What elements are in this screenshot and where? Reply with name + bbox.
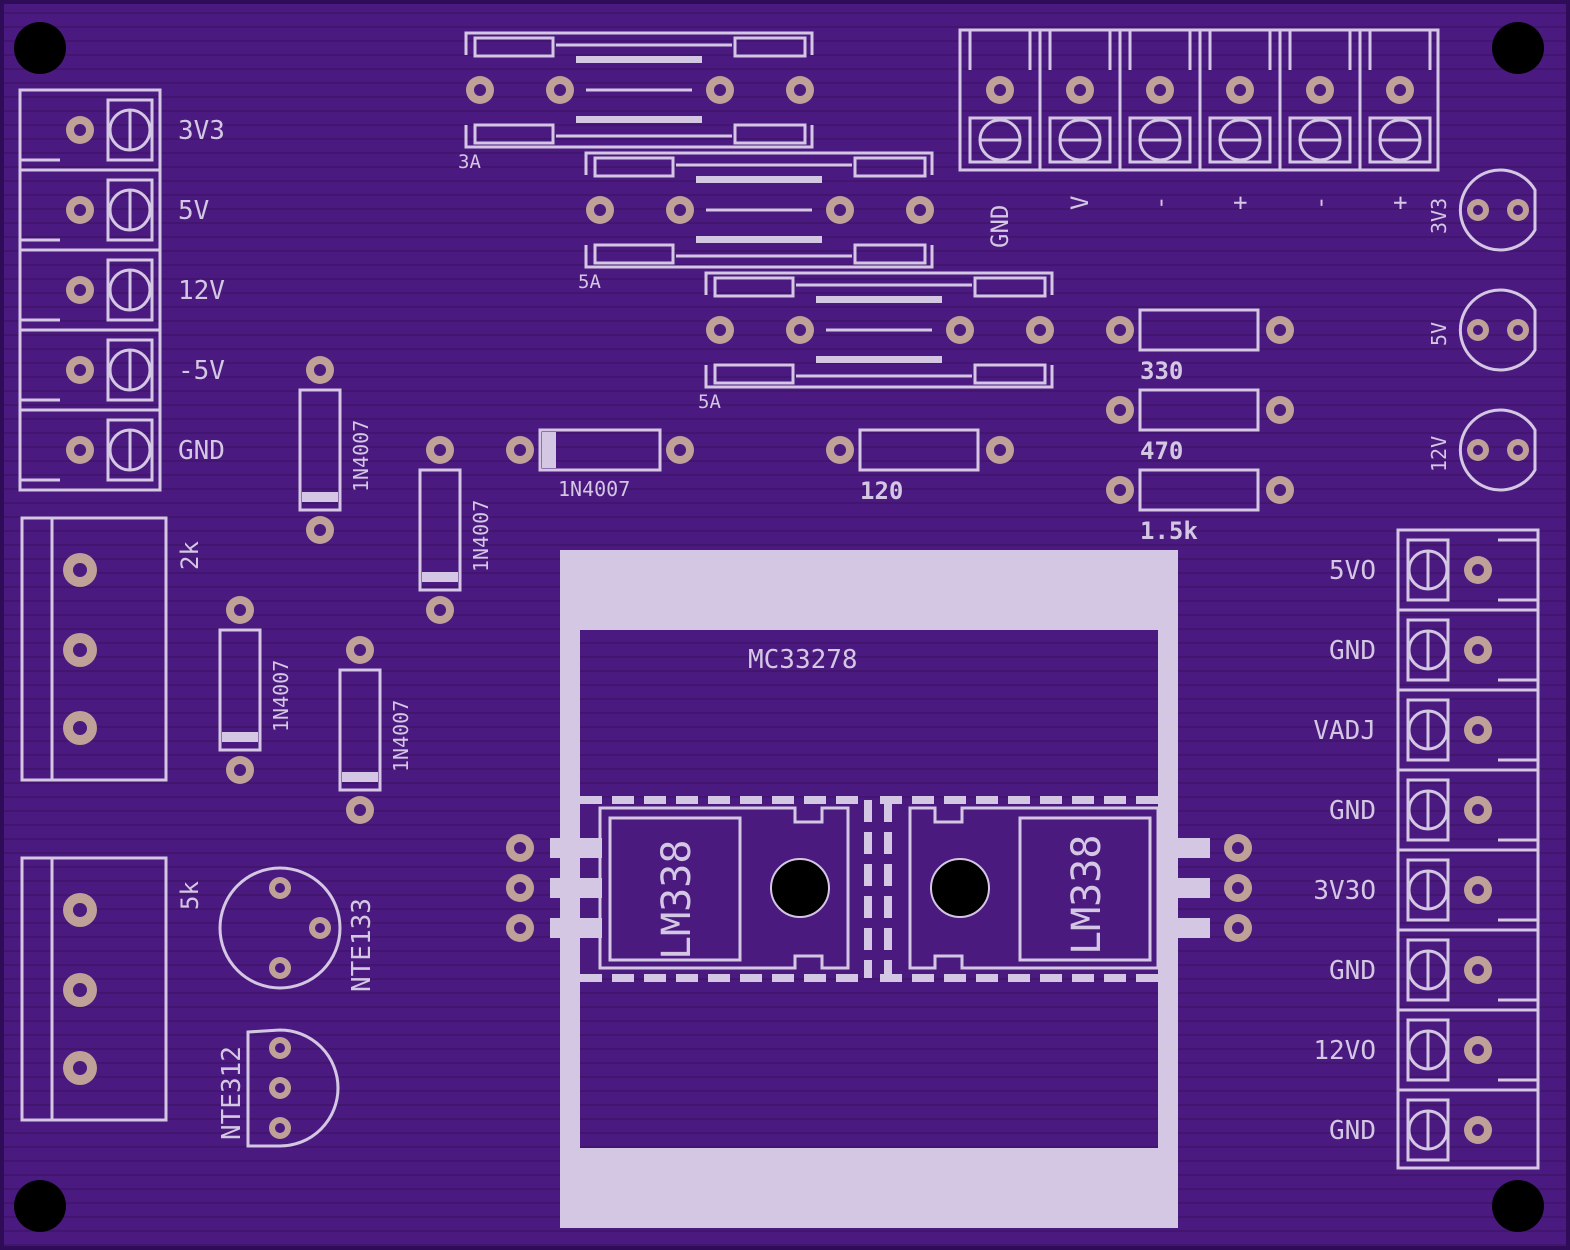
leds (1458, 168, 1537, 492)
mounting-hole (14, 1180, 66, 1232)
label-right-gnd-2: GND (1329, 796, 1376, 826)
label-pot-2k: 2k (176, 541, 204, 570)
mounting-holes (14, 22, 1544, 1232)
label-heatsink: MC33278 (748, 645, 858, 675)
left-terminal-pads (66, 116, 94, 464)
label-right-12vo: 12VO (1313, 1036, 1376, 1066)
label-led-5v: 5V (1427, 322, 1451, 346)
right-terminal-block (1396, 528, 1540, 1170)
label-right-vadj: VADJ (1313, 716, 1376, 746)
label-top-v: V (1066, 196, 1094, 210)
label-fuse-5a-2: 5A (698, 391, 721, 413)
mounting-hole (1492, 1180, 1544, 1232)
transistors (218, 866, 342, 1148)
label-resistor-470: 470 (1140, 437, 1183, 465)
label-top-plus-1: + (1226, 196, 1254, 210)
label-pot-5k: 5k (176, 881, 204, 910)
led-pads (1467, 199, 1529, 461)
mounting-hole (1492, 22, 1544, 74)
top-terminal-block (958, 28, 1440, 172)
mounting-hole (14, 22, 66, 74)
right-terminal-pads (1464, 556, 1492, 1144)
label-top-gnd: GND (986, 205, 1014, 248)
label-fuse-3a: 3A (458, 151, 481, 173)
label-top-minus-1: - (1146, 196, 1174, 210)
fuse-holders (464, 31, 1054, 389)
potentiometers (20, 516, 168, 1122)
diodes (218, 388, 662, 792)
label-left-minus5v: -5V (178, 356, 225, 386)
fuse-pads (466, 76, 1054, 344)
resistors (858, 308, 1260, 512)
label-right-gnd-1: GND (1329, 636, 1376, 666)
label-left-5v: 5V (178, 196, 209, 226)
label-right-gnd-4: GND (1329, 1116, 1376, 1146)
label-left-3v3: 3V3 (178, 116, 225, 146)
left-terminal-block (18, 88, 162, 492)
label-fuse-5a-1: 5A (578, 271, 601, 293)
label-regulator-left: LM338 (654, 840, 700, 960)
label-led-12v: 12V (1427, 436, 1451, 472)
transistor-pads (269, 877, 331, 1139)
regulator-legs (550, 838, 1210, 938)
label-left-12v: 12V (178, 276, 225, 306)
label-nte133: NTE133 (347, 898, 377, 992)
label-diode-horizontal: 1N4007 (558, 477, 630, 501)
label-top-minus-2: - (1306, 196, 1334, 210)
label-right-5vo: 5VO (1329, 556, 1376, 586)
label-resistor-1-5k: 1.5k (1140, 517, 1198, 545)
diode-pads (226, 356, 694, 824)
regulator-pads (506, 834, 1252, 942)
regulator-holes (770, 858, 990, 918)
label-resistor-120: 120 (860, 477, 903, 505)
fuse-bars (576, 56, 942, 363)
regulator-outlines (580, 796, 1158, 982)
label-top-plus-2: + (1386, 196, 1414, 210)
label-nte312: NTE312 (217, 1046, 247, 1140)
diode-bands (222, 432, 556, 782)
label-right-gnd-3: GND (1329, 956, 1376, 986)
label-diode-d1: 1N4007 (349, 420, 373, 492)
label-left-gnd: GND (178, 436, 225, 466)
resistor-pads (826, 316, 1294, 504)
top-terminal-pads (986, 76, 1414, 104)
label-resistor-330: 330 (1140, 357, 1183, 385)
regulator-bodies (598, 806, 1160, 970)
label-diode-d4: 1N4007 (389, 700, 413, 772)
label-right-3v3o: 3V3O (1313, 876, 1376, 906)
label-regulator-right: LM338 (1064, 835, 1110, 955)
label-led-3v3: 3V3 (1427, 198, 1451, 234)
label-diode-d3: 1N4007 (269, 660, 293, 732)
label-diode-d2: 1N4007 (469, 500, 493, 572)
pot-pads (63, 553, 97, 1085)
